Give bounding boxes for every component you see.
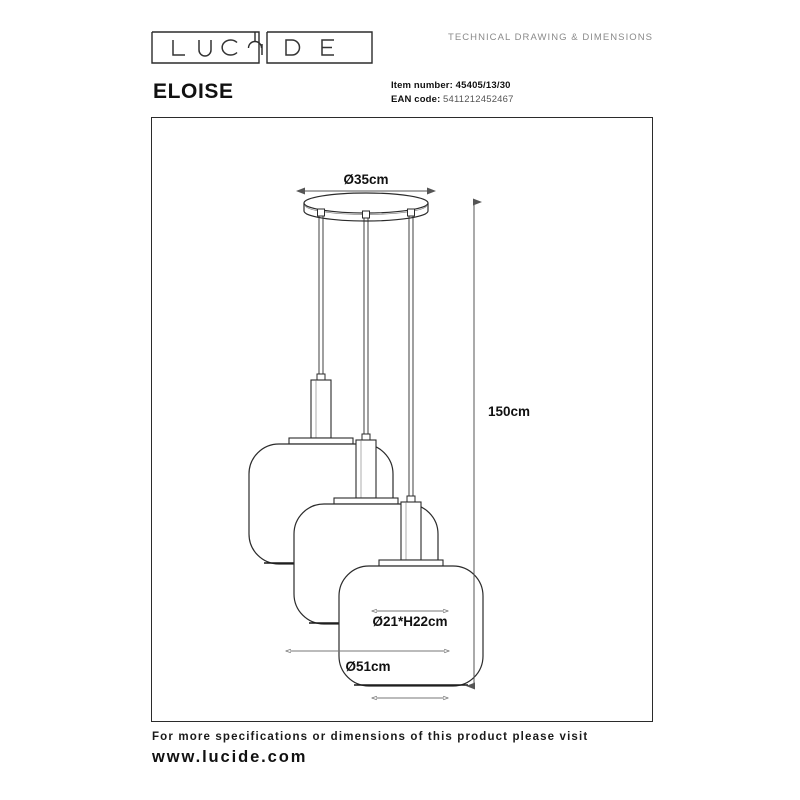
item-number-label: Item number:	[391, 80, 453, 91]
dimension-canopy-diameter-label: Ø35cm	[343, 172, 388, 187]
ean-code-row: EAN code: 5411212452467	[391, 93, 514, 107]
ean-code-value: 5411212452467	[443, 94, 514, 105]
dimension-overall-spread-label: Ø51cm	[345, 659, 390, 674]
dimension-drop-height-label: 150cm	[488, 404, 530, 419]
logo-svg	[151, 31, 373, 64]
dimension-shade-size: Ø21*H22cm	[372, 611, 447, 698]
dimension-canopy-diameter: Ø35cm	[296, 172, 436, 195]
dimension-drop-height: 150cm	[466, 198, 530, 690]
ean-code-label: EAN code	[391, 94, 438, 105]
footer-text: For more specifications or dimensions of…	[152, 731, 589, 743]
dimension-overall-spread: Ø51cm	[290, 651, 445, 674]
page-header: TECHNICAL DRAWING & DIMENSIONS ELOISE It…	[151, 24, 653, 107]
page-footer: For more specifications or dimensions of…	[152, 731, 672, 767]
item-number-value: 45405/13/30	[455, 80, 511, 91]
lucide-logo	[151, 28, 373, 67]
item-number-row: Item number: 45405/13/30	[391, 79, 514, 93]
technical-drawing-frame: Ø35cm	[151, 117, 653, 722]
ean-code-separator: :	[437, 94, 441, 105]
suspension-cables	[318, 216, 414, 498]
product-codes: Item number: 45405/13/30 EAN code: 54112…	[391, 79, 514, 107]
technical-drawing-svg: Ø35cm	[248, 172, 530, 721]
dimension-shade-size-label: Ø21*H22cm	[372, 614, 447, 629]
tagline: TECHNICAL DRAWING & DIMENSIONS	[448, 32, 653, 43]
page-title: ELOISE	[153, 80, 234, 103]
footer-website-url[interactable]: www.lucide.com	[152, 748, 308, 766]
pendant-shade-bottom	[338, 495, 484, 687]
cable-outlets	[317, 208, 415, 219]
